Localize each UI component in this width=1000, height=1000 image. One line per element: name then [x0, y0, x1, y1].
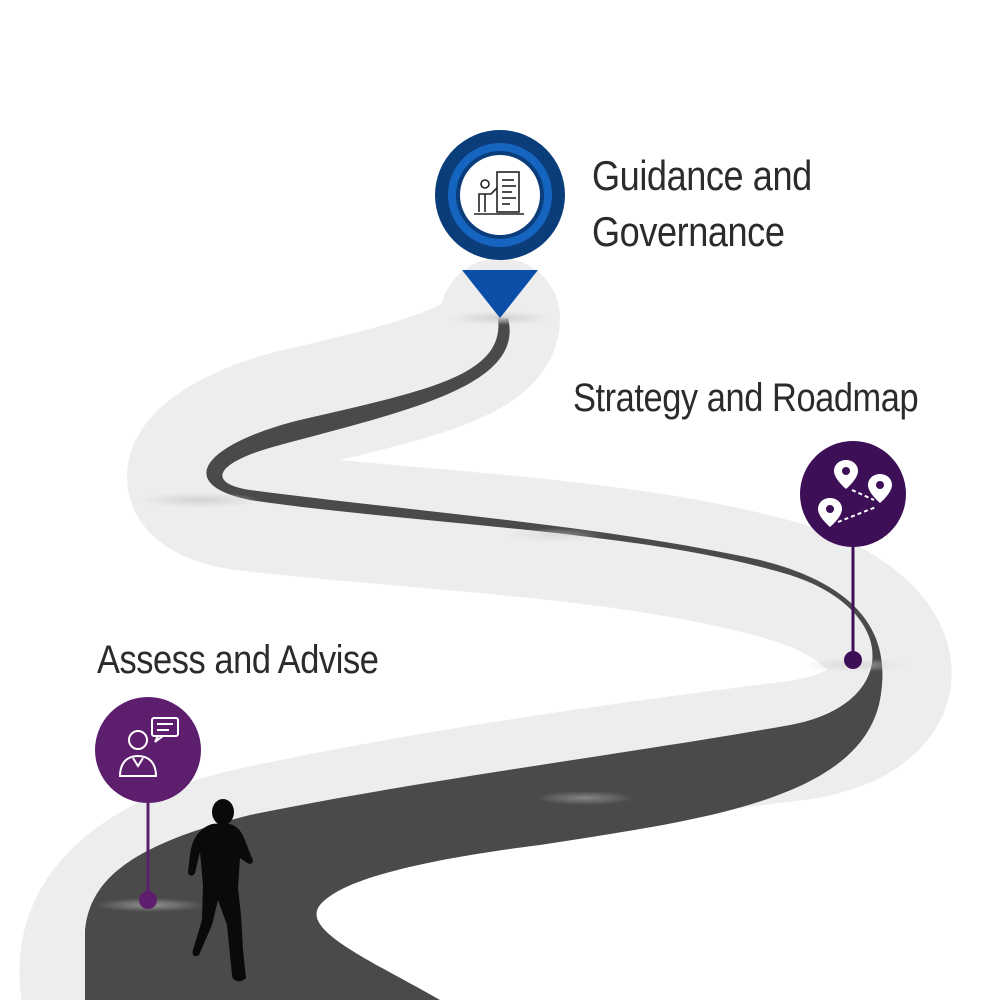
assess-marker: [95, 697, 201, 909]
road-body: [85, 318, 883, 1000]
milestone-title-assess: Assess and Advise: [97, 638, 379, 682]
marker-dot: [139, 891, 157, 909]
marker-circle: [95, 697, 201, 803]
marker-dot: [844, 651, 862, 669]
guidance-map-pin: [435, 130, 565, 318]
marker-circle: [800, 441, 906, 547]
road-shadow: [140, 492, 260, 508]
map-route-pins-icon: [818, 460, 892, 527]
advisor-chat-icon: [118, 717, 179, 777]
presentation-board-icon: [474, 171, 524, 215]
pin-face: [460, 155, 540, 235]
pin-tail: [462, 270, 538, 318]
milestone-title-strategy: Strategy and Roadmap: [573, 376, 919, 420]
road-shadow: [505, 528, 605, 542]
strategy-marker: [800, 441, 906, 669]
runner-silhouette: [188, 799, 253, 982]
road-shadow: [535, 791, 635, 805]
milestone-title-guidance: Guidance and Governance: [592, 152, 812, 255]
